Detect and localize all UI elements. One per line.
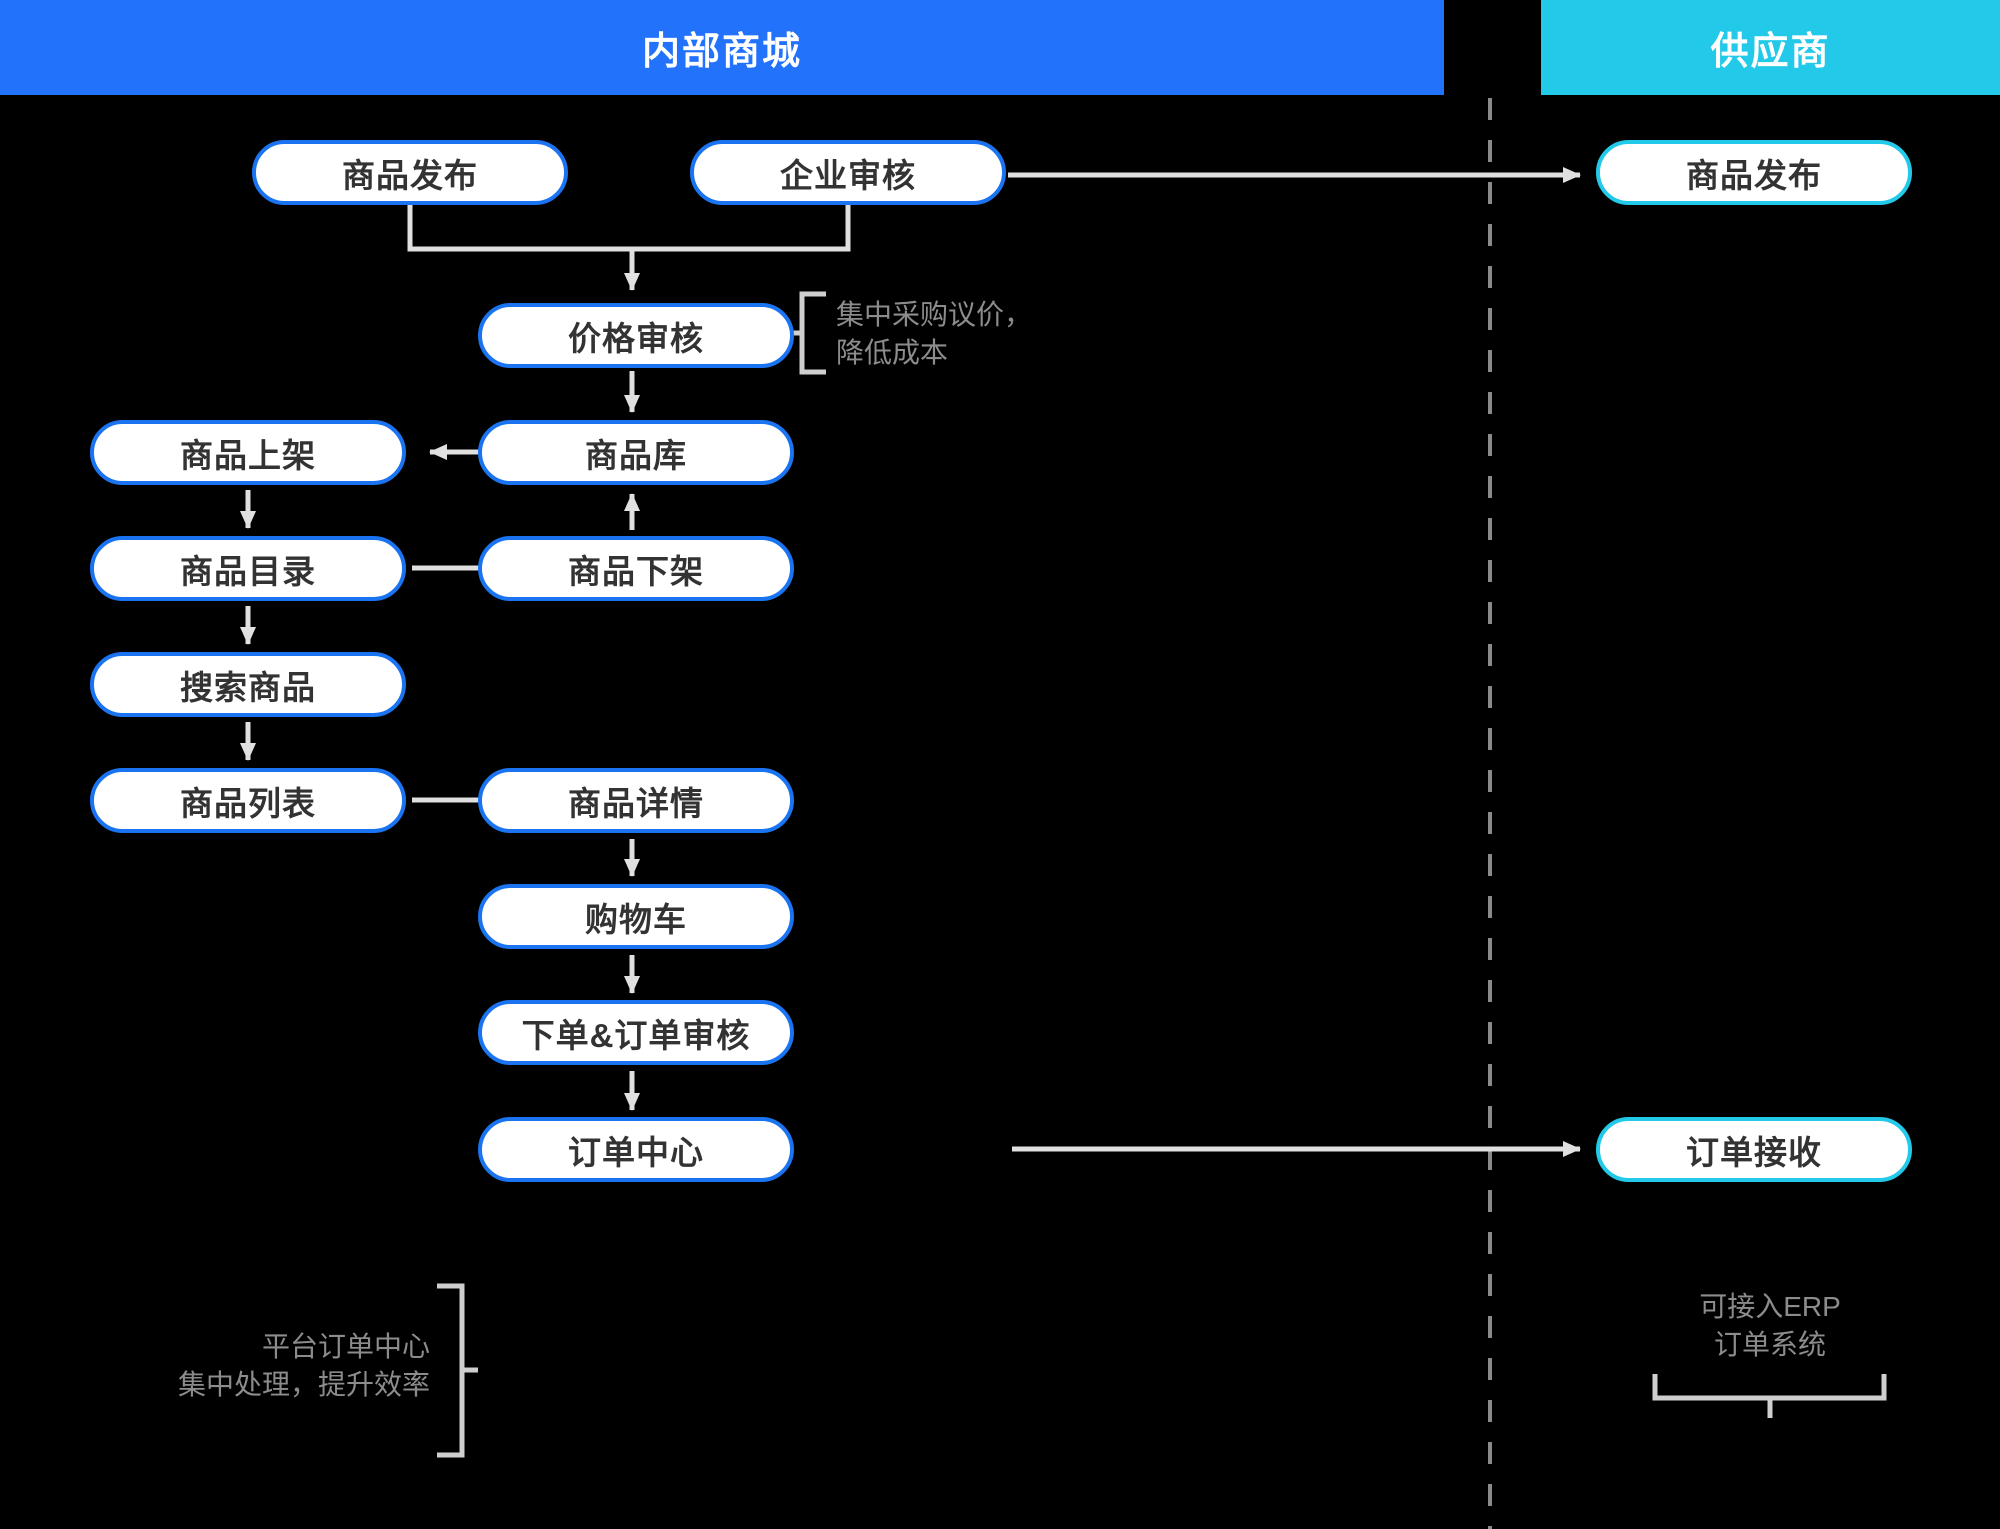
node-publish-internal[interactable]: 商品发布 xyxy=(252,140,568,205)
node-product-list[interactable]: 商品列表 xyxy=(90,768,406,833)
node-label: 商品目录 xyxy=(180,552,316,590)
lane-header-internal-label: 内部商城 xyxy=(641,31,802,73)
bracket-price-note xyxy=(790,291,826,375)
node-label: 订单接收 xyxy=(1686,1133,1822,1171)
flow-publish-to-price xyxy=(407,205,640,291)
bracket-order-center-note xyxy=(437,1283,478,1458)
node-label: 价格审核 xyxy=(568,319,704,357)
node-shopping-cart[interactable]: 购物车 xyxy=(478,884,794,949)
annotation-order-center-note: 平台订单中心 集中处理，提升效率 xyxy=(0,1328,430,1404)
node-label: 订单中心 xyxy=(568,1133,704,1171)
node-product-library[interactable]: 商品库 xyxy=(478,420,794,485)
node-search-product[interactable]: 搜索商品 xyxy=(90,652,406,717)
node-publish-supplier[interactable]: 商品发布 xyxy=(1596,140,1912,205)
lane-header-internal: 内部商城 xyxy=(0,0,1444,95)
node-label: 商品上架 xyxy=(180,436,316,474)
node-label: 下单&订单审核 xyxy=(521,1016,751,1054)
node-product-delist[interactable]: 商品下架 xyxy=(478,536,794,601)
annotation-erp-note-line2: 订单系统 xyxy=(1713,1328,1826,1360)
node-label: 商品列表 xyxy=(180,784,316,822)
node-enterprise-review[interactable]: 企业审核 xyxy=(690,140,1006,205)
node-label: 商品发布 xyxy=(1686,156,1822,194)
lane-header-supplier-label: 供应商 xyxy=(1710,31,1831,73)
node-product-listing[interactable]: 商品上架 xyxy=(90,420,406,485)
node-label: 商品库 xyxy=(585,436,687,474)
node-order-center[interactable]: 订单中心 xyxy=(478,1117,794,1182)
annotation-price-note-line1: 集中采购议价， xyxy=(836,299,1033,330)
node-label: 企业审核 xyxy=(780,156,916,194)
annotation-price-note: 集中采购议价， 降低成本 xyxy=(836,296,1032,372)
node-order-receive[interactable]: 订单接收 xyxy=(1596,1117,1912,1182)
node-label: 商品详情 xyxy=(568,784,704,822)
node-label: 搜索商品 xyxy=(180,668,316,706)
annotation-erp-note: 可接入ERP 订单系统 xyxy=(1620,1288,1920,1364)
annotation-erp-note-line1: 可接入ERP xyxy=(1699,1291,1841,1322)
annotation-order-center-note-line1: 平台订单中心 xyxy=(261,1331,430,1362)
node-product-detail[interactable]: 商品详情 xyxy=(478,768,794,833)
node-place-order-review[interactable]: 下单&订单审核 xyxy=(478,1000,794,1065)
annotation-order-center-note-line2: 集中处理，提升效率 xyxy=(177,1368,430,1400)
node-price-review[interactable]: 价格审核 xyxy=(478,303,794,368)
annotation-price-note-line2: 降低成本 xyxy=(836,336,949,368)
node-product-catalog[interactable]: 商品目录 xyxy=(90,536,406,601)
bracket-erp-note xyxy=(1652,1374,1887,1418)
node-label: 购物车 xyxy=(585,900,687,938)
node-label: 商品发布 xyxy=(342,156,478,194)
node-label: 商品下架 xyxy=(568,552,704,590)
flow-review-to-price xyxy=(629,205,851,290)
lane-header-supplier: 供应商 xyxy=(1541,0,2000,95)
